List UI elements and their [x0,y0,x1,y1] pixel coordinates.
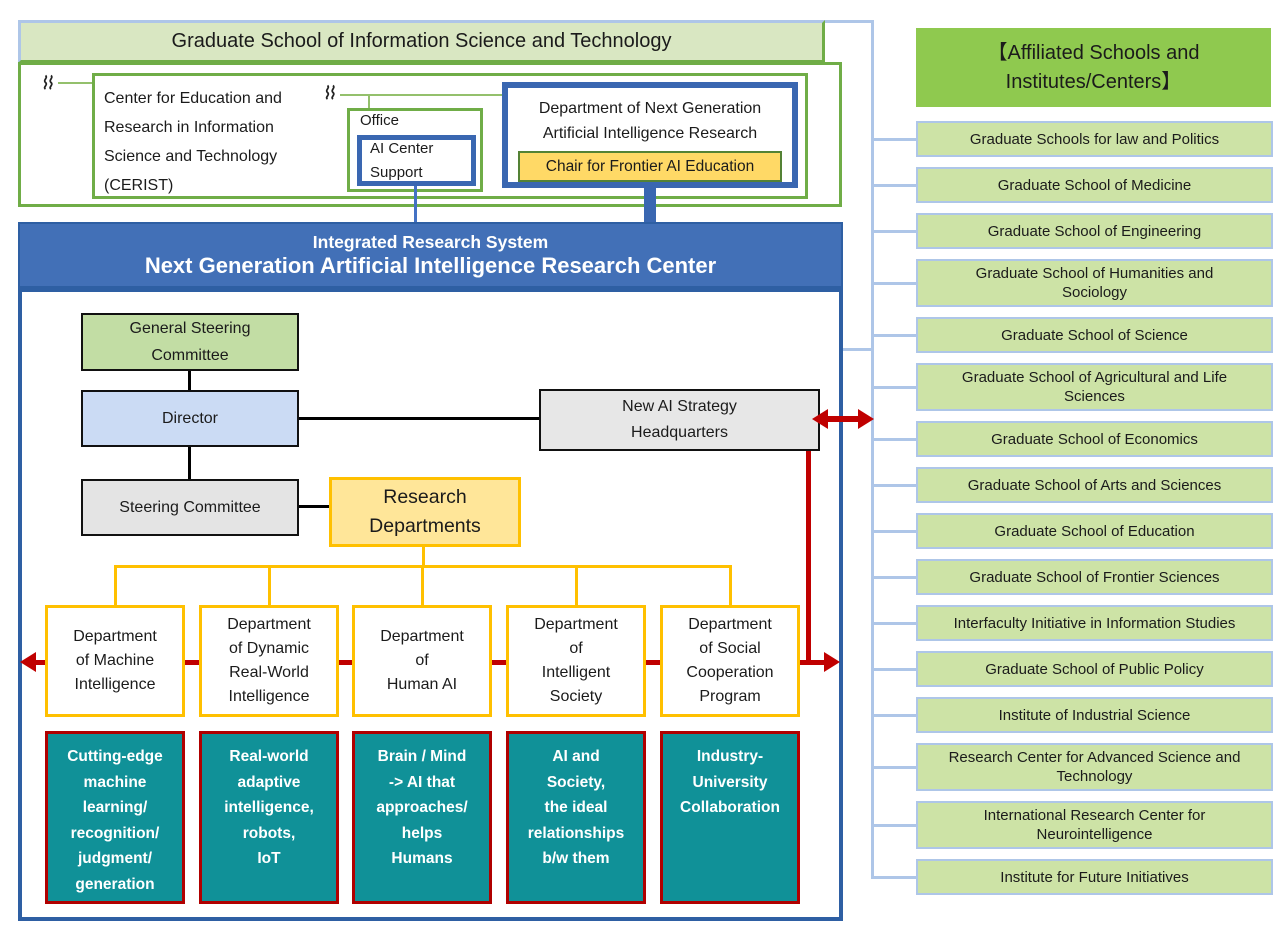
top-banner-label: Graduate School of Information Science a… [171,30,672,52]
red-double-arrowhead-right [858,409,874,429]
tree-stem-line [422,547,425,567]
banner-title: Next Generation Artificial Intelligence … [144,252,717,278]
red-double-arrowhead-left [812,409,828,429]
department-name: Department of Intelligent Society [534,616,618,705]
next-gen-department-label: Department of Next Generation Artificial… [538,100,762,142]
department-focus-box: AI and Society, the ideal relationships … [506,731,646,904]
affiliated-item: Institute of Industrial Science [871,697,1273,733]
tree-drop-line [267,565,271,605]
red-vertical-line [806,451,811,663]
affiliated-item-label: Graduate School of Arts and Sciences [967,476,1222,494]
department-name: Department of Social Cooperation Program [686,616,774,705]
department-focus: AI and Society, the ideal relationships … [527,748,625,867]
affiliated-item-label: Graduate School of Agricultural and Life… [961,369,1228,405]
break-mark-icon [43,74,53,90]
department-name: Department of Dynamic Real-World Intelli… [227,616,311,705]
affiliated-item-label: Graduate School of Frontier Sciences [969,568,1220,586]
affiliated-item: Graduate School of Education [871,513,1273,549]
tree-drop-line [113,565,117,605]
cerist-label: Center for Education and Research in Inf… [104,90,282,194]
affiliated-item-label: Graduate School of Medicine [997,176,1192,194]
department-box: Department of Social Cooperation Program [660,605,800,717]
office-link-stub [368,94,370,108]
department-focus: Real-world adaptive intelligence, robots… [224,748,314,867]
affiliated-list: Graduate Schools for law and Politics Gr… [871,121,1273,895]
affiliated-item-label: Institute of Industrial Science [998,706,1191,724]
department-focus: Industry- University Collaboration [680,748,780,816]
break-link-line [58,82,92,84]
department-focus: Cutting-edge machine learning/ recogniti… [67,748,163,893]
department-focus-box: Industry- University Collaboration [660,731,800,904]
connector-top-to-bracket [825,20,874,23]
affiliated-item: Graduate School of Medicine [871,167,1273,203]
affiliated-item: Graduate Schools for law and Politics [871,121,1273,157]
department-focus-box: Real-world adaptive intelligence, robots… [199,731,339,904]
department-box: Department of Machine Intelligence [45,605,185,717]
banner-subtitle: Integrated Research System [312,231,549,252]
chair-frontier-ai-box: Chair for Frontier AI Education [518,151,782,182]
break-link-line [340,94,504,96]
tree-drop-line [574,565,578,605]
research-departments-box: Research Departments [329,477,521,547]
affiliated-item: Graduate School of Agricultural and Life… [871,363,1273,411]
department-name: Department of Machine Intelligence [73,628,157,693]
line-director-steering [188,447,191,480]
affiliated-item: Graduate School of Humanities and Sociol… [871,259,1273,307]
line-steering-rd [298,505,330,508]
red-arrowhead-left [20,652,36,672]
tree-drop-line [420,565,424,605]
affiliated-item: Graduate School of Engineering [871,213,1273,249]
affiliated-item: Graduate School of Frontier Sciences [871,559,1273,595]
top-banner: Graduate School of Information Science a… [18,20,825,63]
general-steering-committee-box: General Steering Committee [81,313,299,371]
break-mark-icon [325,84,335,100]
affiliated-item: Graduate School of Public Policy [871,651,1273,687]
ai-center-support-box: AI Center Support [357,135,476,186]
affiliated-header: 【Affiliated Schools and Institutes/Cente… [916,28,1271,107]
next-gen-drop-line [644,188,656,224]
affiliated-item-label: Research Center for Advanced Science and… [948,749,1241,785]
affiliated-item: Graduate School of Arts and Sciences [871,467,1273,503]
department-box: Department of Intelligent Society [506,605,646,717]
department-box: Department of Human AI [352,605,492,717]
affiliated-item-label: Graduate School of Science [1001,326,1188,344]
research-center-banner: Integrated Research System Next Generati… [18,222,843,288]
office-drop-line [414,186,417,224]
red-double-arrow-line [824,416,862,422]
line-director-hq [298,417,540,420]
affiliated-item-label: Graduate School of Humanities and Sociol… [975,265,1214,301]
affiliated-item-label: Institute for Future Initiatives [1000,868,1189,886]
red-arrowhead-right [824,652,840,672]
line-gsc-director [188,371,191,392]
affiliated-item-label: International Research Center for Neuroi… [983,807,1206,843]
affiliated-item-label: Graduate School of Engineering [987,222,1202,240]
steering-committee-box: Steering Committee [81,479,299,536]
affiliated-item-label: Interfaculty Initiative in Information S… [953,614,1236,632]
department-box: Department of Dynamic Real-World Intelli… [199,605,339,717]
affiliated-item: Research Center for Advanced Science and… [871,743,1273,791]
affiliated-item: Institute for Future Initiatives [871,859,1273,895]
connector-main-to-bracket [843,348,871,351]
affiliated-item-label: Graduate Schools for law and Politics [969,130,1220,148]
next-gen-department-box: Department of Next Generation Artificial… [502,82,798,188]
affiliated-item: Interfaculty Initiative in Information S… [871,605,1273,641]
affiliated-bracket-line [871,20,874,879]
department-focus: Brain / Mind -> AI that approaches/ help… [376,748,468,867]
department-focus-box: Cutting-edge machine learning/ recogniti… [45,731,185,904]
affiliated-item: Graduate School of Science [871,317,1273,353]
affiliated-item-label: Graduate School of Public Policy [985,660,1204,678]
new-ai-strategy-hq-box: New AI Strategy Headquarters [539,389,820,451]
affiliated-item: International Research Center for Neuroi… [871,801,1273,849]
director-box: Director [81,390,299,447]
department-focus-box: Brain / Mind -> AI that approaches/ help… [352,731,492,904]
tree-drop-line [728,565,732,605]
affiliated-item-label: Graduate School of Economics [991,430,1198,448]
affiliated-item-label: Graduate School of Education [994,522,1195,540]
department-name: Department of Human AI [380,628,464,693]
affiliated-item: Graduate School of Economics [871,421,1273,457]
office-label: Office [360,112,399,129]
